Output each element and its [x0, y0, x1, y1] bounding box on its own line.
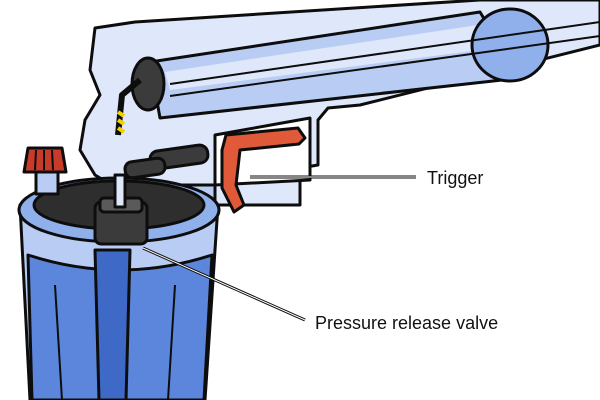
piston-rod-lower	[169, 35, 600, 97]
lever-rods	[123, 143, 210, 180]
spring-coil	[116, 110, 126, 134]
tank-inner-wall-left	[54, 284, 63, 400]
trigger-shape	[220, 126, 307, 214]
barrel-end-cap	[470, 7, 550, 83]
trigger-label: Trigger	[427, 168, 483, 188]
pressure-release-valve-callout: Pressure release valve	[142, 246, 498, 333]
fill-cap-neck	[34, 168, 60, 196]
dip-tube	[93, 248, 132, 400]
fill-cap	[22, 146, 68, 196]
tank-inner-wall-right	[167, 284, 176, 400]
trigger-part	[220, 126, 307, 214]
fill-cap-ridges	[34, 149, 54, 171]
piston-rod	[169, 21, 600, 85]
reservoir	[17, 146, 221, 400]
pressure-release-valve-label: Pressure release valve	[315, 313, 498, 333]
valve-leader-line-inner	[142, 247, 306, 321]
barrel	[115, 7, 600, 136]
valve-stem	[113, 173, 127, 209]
trigger-callout: Trigger	[250, 168, 483, 188]
lever-rod-lower	[123, 156, 167, 180]
